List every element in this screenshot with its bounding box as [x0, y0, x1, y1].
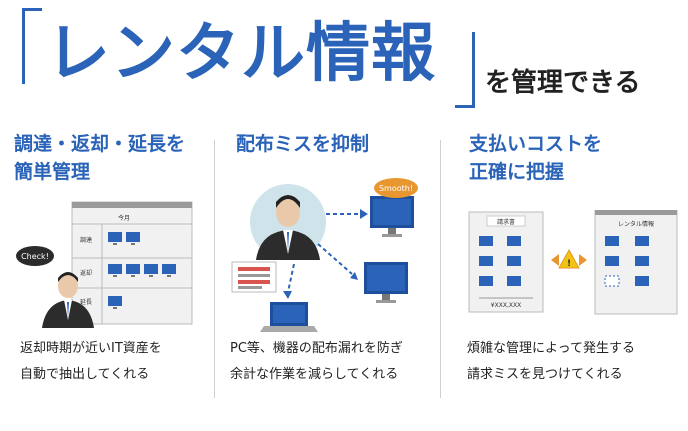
description-line: 煩雑な管理によって発生する: [467, 341, 635, 356]
bracket-open-mark: [22, 8, 42, 84]
headline-suffix: を管理できる: [485, 68, 641, 98]
smooth-speech-bubble: Smooth!: [374, 178, 418, 198]
feature-title-line: 調達・返却・延長を: [14, 133, 186, 155]
invoice-header-label: 請求書: [497, 218, 515, 226]
feature-column-distribution: 配布ミスを抑制: [226, 130, 436, 420]
feature-column-schedule: 調達・返却・延長を 簡単管理 今月 調達 返却 延長: [14, 130, 214, 420]
monitor-icon: [507, 276, 521, 286]
arrow-right-icon: [579, 254, 587, 266]
feature-column-cost: 支払いコストを 正確に把握 請求書 ¥XXX,XXX ! レンタル情報: [455, 130, 680, 420]
monitor-icon: [479, 236, 493, 246]
alert-icon-glyph: !: [567, 259, 571, 269]
description-line: 請求ミスを見つけてくれる: [467, 367, 623, 382]
arrow-line: [317, 243, 353, 275]
arrow-left-icon: [551, 254, 559, 266]
arrow-head-icon: [350, 272, 358, 280]
arrow-line: [287, 263, 295, 293]
feature-title-line: 正確に把握: [469, 161, 565, 183]
monitor-icon: [507, 236, 521, 246]
board-header-label: 今月: [118, 214, 130, 222]
monitor-icon: [507, 256, 521, 266]
feature-title-line: 配布ミスを抑制: [236, 133, 370, 155]
alert-icon: [558, 248, 580, 269]
monitor-icon: [479, 256, 493, 266]
person-icon: [256, 195, 320, 260]
column-divider: [214, 140, 215, 398]
check-speech-bubble: Check!: [16, 246, 54, 266]
monitor-icon: [108, 296, 122, 306]
monitor-icon: [108, 232, 122, 242]
person-icon: [42, 272, 94, 328]
monitor-icon: [605, 236, 619, 246]
board-row-label: 延長: [80, 298, 92, 306]
arrow-head-icon: [360, 209, 368, 219]
monitor-icon: [605, 256, 619, 266]
document-icon: [231, 261, 277, 293]
monitor-icon: [162, 264, 176, 274]
monitor-icon: [144, 264, 158, 274]
monitor-icon: [370, 196, 414, 237]
monitor-icon: [635, 256, 649, 266]
board-row-label: 調達: [80, 236, 92, 244]
monitor-icon: [126, 264, 140, 274]
arrow-head-icon: [283, 291, 292, 299]
cost-compare-illustration: 請求書 ¥XXX,XXX ! レンタル情報: [468, 210, 678, 315]
feature-description: 煩雑な管理によって発生する 請求ミスを見つけてくれる: [467, 336, 635, 388]
monitor-icon: [364, 262, 408, 303]
schedule-board-illustration: 今月 調達 返却 延長: [42, 201, 193, 328]
bracket-close-mark: [455, 32, 475, 108]
description-line: 自動で抽出してくれる: [20, 367, 150, 382]
description-line: 返却時期が近いIT資産を: [20, 341, 162, 356]
board-row-label: 返却: [80, 269, 92, 277]
description-line: 余計な作業を減らしてくれる: [230, 367, 399, 382]
monitor-icon: [635, 276, 649, 286]
laptop-icon: [260, 302, 318, 332]
missing-monitor-icon: [604, 275, 620, 287]
distribution-illustration: [231, 184, 414, 332]
monitor-icon: [635, 236, 649, 246]
feature-description: PC等、機器の配布漏れを防ぎ 余計な作業を減らしてくれる: [230, 336, 403, 388]
monitor-icon: [479, 276, 493, 286]
rental-board-header: レンタル情報: [618, 220, 654, 228]
feature-title-line: 簡単管理: [14, 161, 91, 183]
description-line: PC等、機器の配布漏れを防ぎ: [230, 341, 403, 356]
board-top-bar: [72, 202, 192, 208]
invoice-amount: ¥XXX,XXX: [491, 302, 521, 309]
column-divider: [440, 140, 441, 398]
feature-description: 返却時期が近いIT資産を 自動で抽出してくれる: [20, 336, 162, 388]
monitor-icon: [126, 232, 140, 242]
headline-title: レンタル情報: [46, 17, 436, 91]
monitor-icon: [108, 264, 122, 274]
feature-title-line: 支払いコストを: [469, 133, 603, 155]
